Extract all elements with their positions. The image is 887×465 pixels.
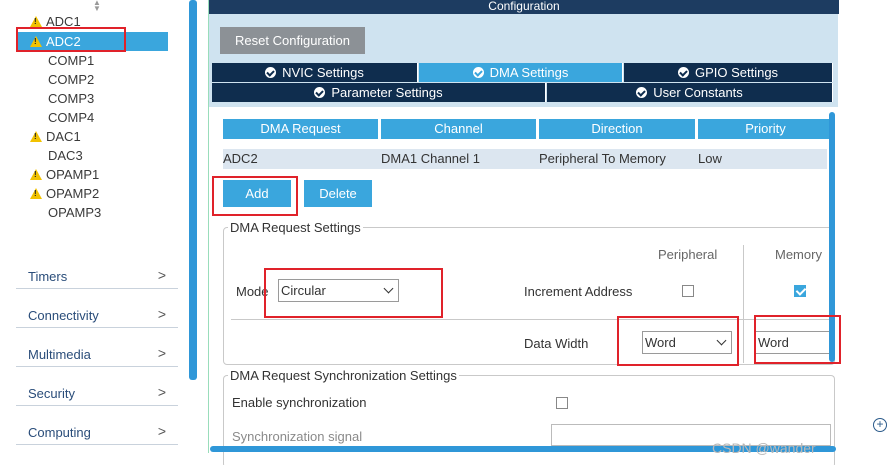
cell-direction: Peripheral To Memory <box>539 151 666 166</box>
synchronization-signal-label: Synchronization signal <box>232 429 363 444</box>
chevron-right-icon: > <box>157 423 166 439</box>
delete-button[interactable]: Delete <box>304 180 372 207</box>
column-header-channel[interactable]: Channel <box>381 119 536 139</box>
cell-priority: Low <box>698 151 722 166</box>
check-circle-icon <box>265 67 277 78</box>
synchronization-signal-select[interactable] <box>551 424 831 446</box>
check-circle-icon <box>314 87 326 98</box>
table-row[interactable] <box>223 149 827 169</box>
tree-item-opamp1[interactable]: OPAMP1 <box>30 165 99 184</box>
category-computing[interactable]: Computing> <box>16 407 178 445</box>
zoom-in-icon[interactable]: + <box>873 418 887 432</box>
enable-synchronization-label: Enable synchronization <box>232 395 367 410</box>
memory-column-label: Memory <box>775 247 822 262</box>
peripheral-increment-checkbox[interactable] <box>682 285 694 297</box>
column-header-priority[interactable]: Priority <box>698 119 833 139</box>
memory-data-width-select[interactable]: Word <box>755 331 831 354</box>
tab-dma-settings[interactable]: DMA Settings <box>419 63 623 82</box>
chevron-right-icon: > <box>157 384 166 400</box>
tree-item-dac1[interactable]: DAC1 <box>30 127 81 146</box>
tree-item-opamp3[interactable]: OPAMP3 <box>48 205 102 220</box>
category-security[interactable]: Security> <box>16 368 178 406</box>
tab-parameter-settings[interactable]: Parameter Settings <box>212 83 546 102</box>
tree-item-adc2[interactable]: ADC2 <box>18 32 168 51</box>
enable-synchronization-checkbox[interactable] <box>556 397 568 409</box>
chevron-right-icon: > <box>157 306 166 322</box>
tree-item-comp4[interactable]: COMP4 <box>48 110 95 125</box>
left-scrollbar[interactable] <box>189 0 197 380</box>
tab-nvic-settings[interactable]: NVIC Settings <box>212 63 418 82</box>
peripheral-column-label: Peripheral <box>658 247 718 262</box>
warning-icon <box>30 131 42 142</box>
row-divider <box>231 319 831 320</box>
chevron-right-icon: > <box>157 267 166 283</box>
category-timers[interactable]: Timers> <box>16 251 178 289</box>
column-header-direction[interactable]: Direction <box>539 119 695 139</box>
tab-user-constants[interactable]: User Constants <box>547 83 833 102</box>
warning-icon <box>30 169 42 180</box>
data-width-label: Data Width <box>524 336 589 351</box>
check-circle-icon <box>677 67 689 78</box>
mode-label: Mode <box>236 284 269 299</box>
tree-item-opamp2[interactable]: OPAMP2 <box>30 184 99 203</box>
warning-icon <box>30 188 42 199</box>
tree-item-adc1[interactable]: ADC1 <box>30 12 81 31</box>
tree-item-comp3[interactable]: COMP3 <box>48 91 95 106</box>
horizontal-scrollbar[interactable] <box>210 446 836 452</box>
column-divider <box>743 245 744 363</box>
warning-icon <box>30 36 42 47</box>
category-multimedia[interactable]: Multimedia> <box>16 329 178 367</box>
chevron-down-icon <box>716 335 727 346</box>
tree-item-comp2[interactable]: COMP2 <box>48 72 95 87</box>
configuration-title: Configuration <box>209 0 839 14</box>
tab-gpio-settings[interactable]: GPIO Settings <box>624 63 833 82</box>
cell-channel: DMA1 Channel 1 <box>381 151 480 166</box>
chevron-down-icon <box>383 283 394 294</box>
dma-settings-content: DMA Request Channel Direction Priority A… <box>209 107 839 465</box>
watermark: CSDN @wander <box>712 440 816 456</box>
mode-select[interactable]: Circular <box>278 279 399 302</box>
cell-dma-request: ADC2 <box>223 151 258 166</box>
chevron-right-icon: > <box>157 345 166 361</box>
warning-icon <box>30 16 42 27</box>
add-button[interactable]: Add <box>223 180 291 207</box>
check-circle-icon <box>472 67 484 78</box>
dma-request-settings-legend: DMA Request Settings <box>230 220 361 235</box>
category-connectivity[interactable]: Connectivity> <box>16 290 178 328</box>
dma-sync-settings-legend: DMA Request Synchronization Settings <box>230 368 457 383</box>
left-panel: ▲▼ ADC1 ADC2 COMP1 COMP2 COMP3 COMP4 DAC… <box>0 0 200 465</box>
memory-increment-checkbox[interactable] <box>794 285 806 297</box>
tree-item-dac3[interactable]: DAC3 <box>48 148 83 163</box>
peripheral-data-width-select[interactable]: Word <box>642 331 732 354</box>
right-scrollbar[interactable] <box>829 112 835 362</box>
check-circle-icon <box>636 87 648 98</box>
column-header-dma-request[interactable]: DMA Request <box>223 119 378 139</box>
dma-sync-settings-group: DMA Request Synchronization Settings <box>223 368 835 465</box>
scroll-up-icon[interactable]: ▲▼ <box>93 0 101 13</box>
reset-configuration-button[interactable]: Reset Configuration <box>220 27 365 54</box>
tree-item-comp1[interactable]: COMP1 <box>48 53 95 68</box>
configuration-panel: Configuration Reset Configuration NVIC S… <box>208 0 839 465</box>
increment-address-label: Increment Address <box>524 284 633 299</box>
